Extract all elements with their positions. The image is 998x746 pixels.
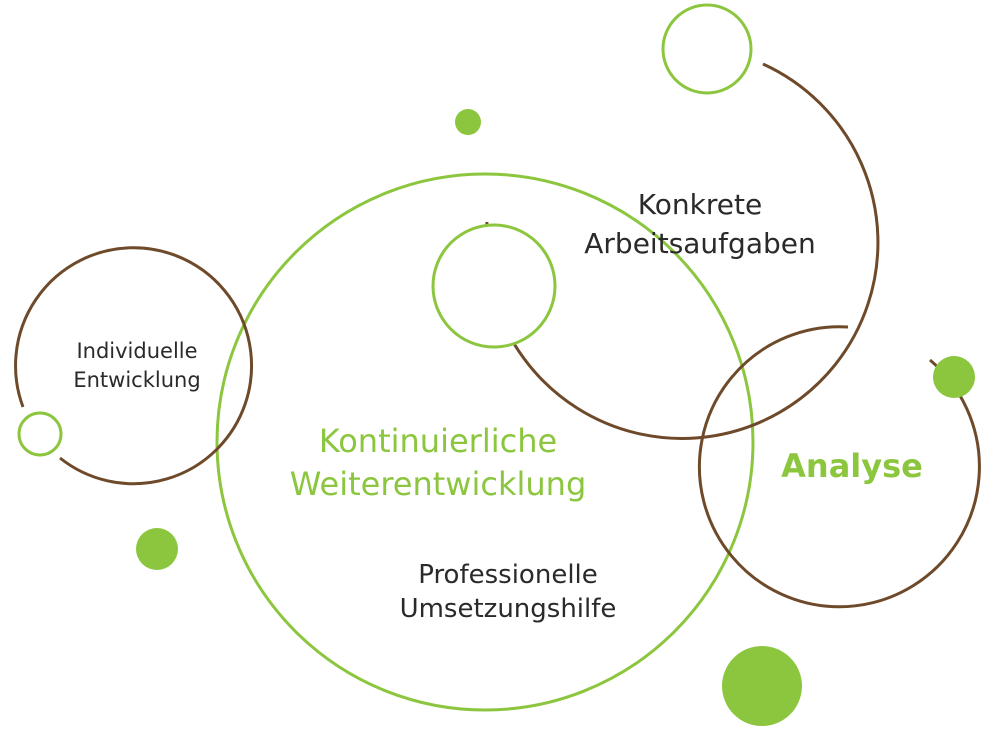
label-konkrete-line2: Arbeitsaufgaben bbox=[584, 227, 815, 260]
small-ring-center bbox=[431, 223, 557, 349]
label-konkrete-line1: Konkrete bbox=[638, 188, 762, 221]
label-professionelle-line1: Professionelle bbox=[418, 560, 598, 590]
ring-kontinuierliche-weiterentwicklung bbox=[215, 172, 755, 712]
label-individuelle-line2: Entwicklung bbox=[73, 368, 200, 392]
label-kontinuierliche-line2: Weiterentwicklung bbox=[290, 465, 587, 503]
label-kontinuierliche-line1: Kontinuierliche bbox=[319, 422, 557, 460]
ring-analyse bbox=[697, 325, 981, 609]
label-individuelle-entwicklung: Individuelle Entwicklung bbox=[73, 339, 200, 392]
label-kontinuierliche-weiterentwicklung: Kontinuierliche Weiterentwicklung bbox=[290, 422, 587, 503]
dot-right bbox=[933, 356, 975, 398]
small-ring-left bbox=[17, 411, 63, 457]
ring-konkrete-arbeitsaufgaben bbox=[484, 62, 880, 440]
label-analyse: Analyse bbox=[781, 447, 923, 485]
dot-small-top bbox=[455, 109, 481, 135]
label-konkrete-arbeitsaufgaben: Konkrete Arbeitsaufgaben bbox=[584, 188, 815, 260]
label-professionelle-umsetzungshilfe: Professionelle Umsetzungshilfe bbox=[400, 560, 617, 624]
label-individuelle-line1: Individuelle bbox=[76, 339, 197, 363]
dot-large-bottom bbox=[722, 646, 802, 726]
ring-individuelle-entwicklung bbox=[14, 246, 254, 486]
label-professionelle-line2: Umsetzungshilfe bbox=[400, 594, 617, 624]
dot-left bbox=[136, 528, 178, 570]
small-ring-top bbox=[661, 3, 753, 95]
